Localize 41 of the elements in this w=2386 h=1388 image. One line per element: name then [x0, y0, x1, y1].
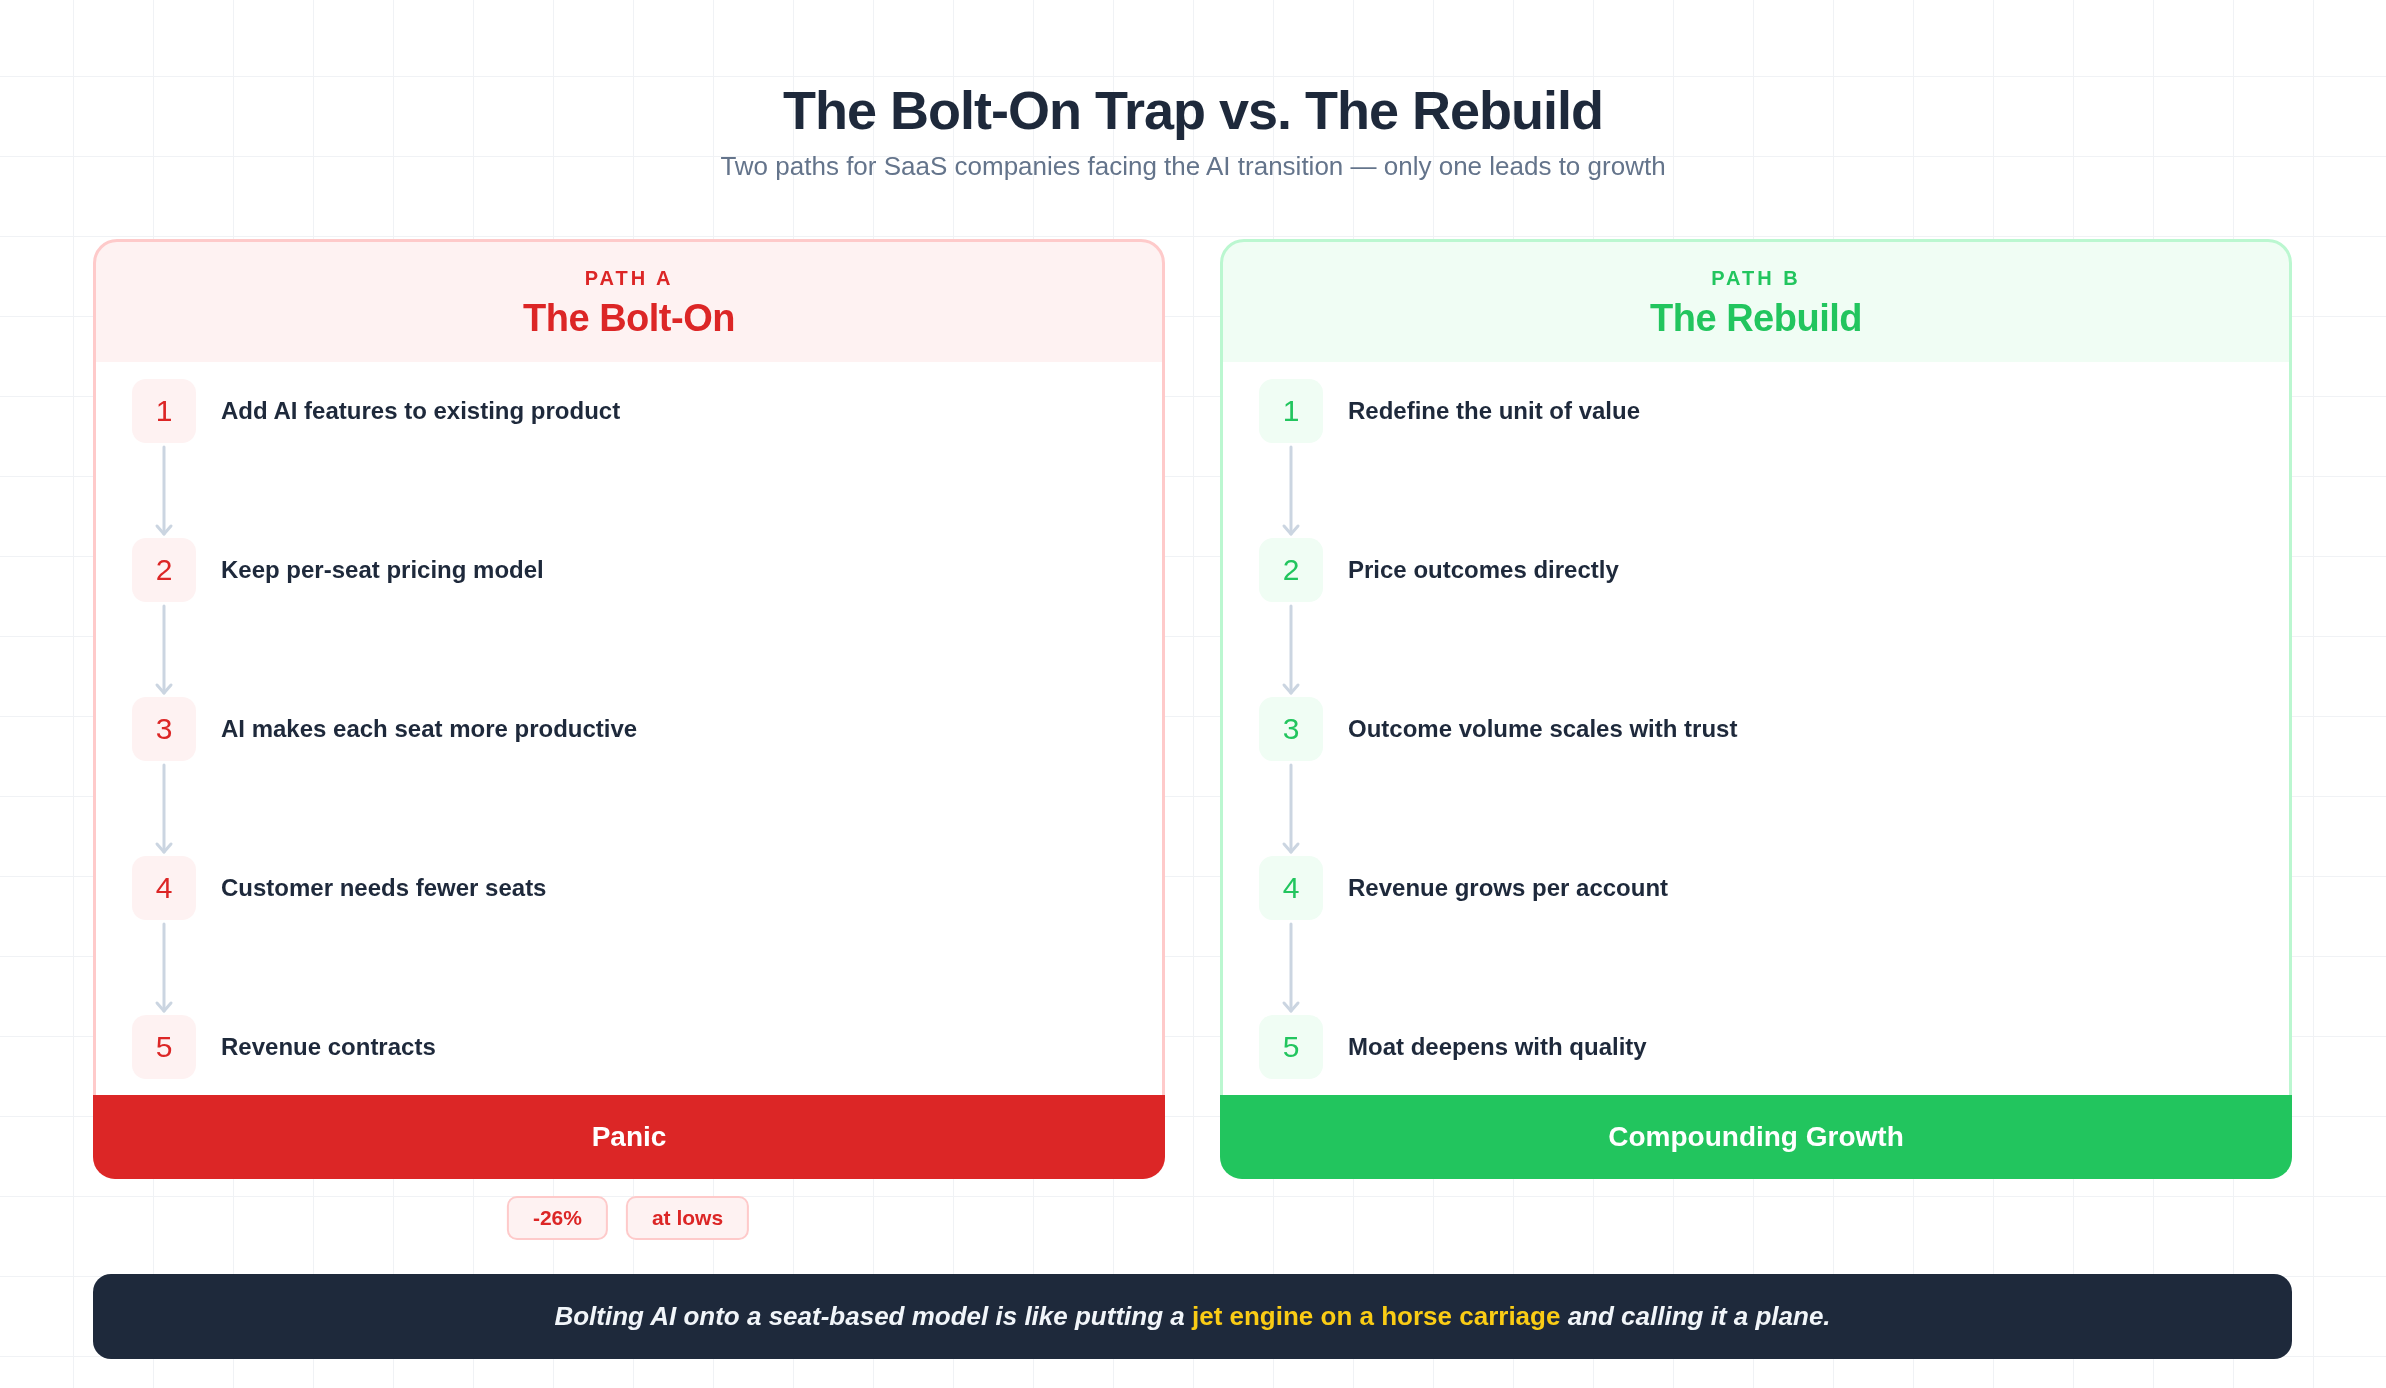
note-tag: at lows	[625, 1196, 750, 1240]
step-text: Price outcomes directly	[1348, 555, 1619, 585]
arrow	[155, 763, 173, 854]
step-text: Redefine the unit of value	[1348, 396, 1641, 426]
path-label: PATH A	[584, 266, 674, 290]
arrow	[1282, 763, 1300, 854]
step-number: 4	[132, 856, 196, 920]
step-text: Outcome volume scales with trust	[1348, 714, 1738, 744]
arrow	[1282, 922, 1300, 1013]
path-title: The Bolt-On	[523, 296, 735, 341]
outcome-bar: Compounding Growth	[1220, 1095, 2292, 1179]
quote-banner: Bolting AI onto a seat-based model is like putting a jet engine on a horse carriage and calling it a plane.	[93, 1274, 2292, 1359]
arrow	[155, 922, 173, 1013]
arrow	[1282, 445, 1300, 536]
step-text: Customer needs fewer seats	[221, 873, 547, 903]
step-number: 1	[132, 379, 196, 443]
step-number: 3	[132, 697, 196, 761]
arrow	[1282, 604, 1300, 695]
path-title: The Rebuild	[1650, 296, 1862, 341]
step-text: Keep per-seat pricing model	[221, 555, 544, 585]
outcome-bar: Panic	[93, 1095, 1165, 1179]
arrow	[155, 445, 173, 536]
arrow	[155, 604, 173, 695]
path-label: PATH B	[1711, 266, 1801, 290]
step-number: 3	[1259, 697, 1323, 761]
step-number: 2	[1259, 538, 1323, 602]
title: The Bolt-On Trap vs. The Rebuild	[782, 79, 1604, 142]
step-text: Revenue grows per account	[1348, 873, 1669, 903]
step-text: Moat deepens with quality	[1348, 1032, 1647, 1062]
step-text: AI makes each seat more productive	[221, 714, 638, 744]
path-panel	[1220, 239, 2292, 1179]
path-panel	[93, 239, 1165, 1179]
step-number: 1	[1259, 379, 1323, 443]
step-number: 2	[132, 538, 196, 602]
subtitle: Two paths for SaaS companies facing the AI transition — only one leads to growth	[720, 150, 1666, 182]
note-tag: -26%	[506, 1196, 608, 1240]
step-number: 5	[132, 1015, 196, 1079]
step-number: 4	[1259, 856, 1323, 920]
step-text: Add AI features to existing product	[221, 396, 621, 426]
step-text: Revenue contracts	[221, 1032, 436, 1062]
step-number: 5	[1259, 1015, 1323, 1079]
